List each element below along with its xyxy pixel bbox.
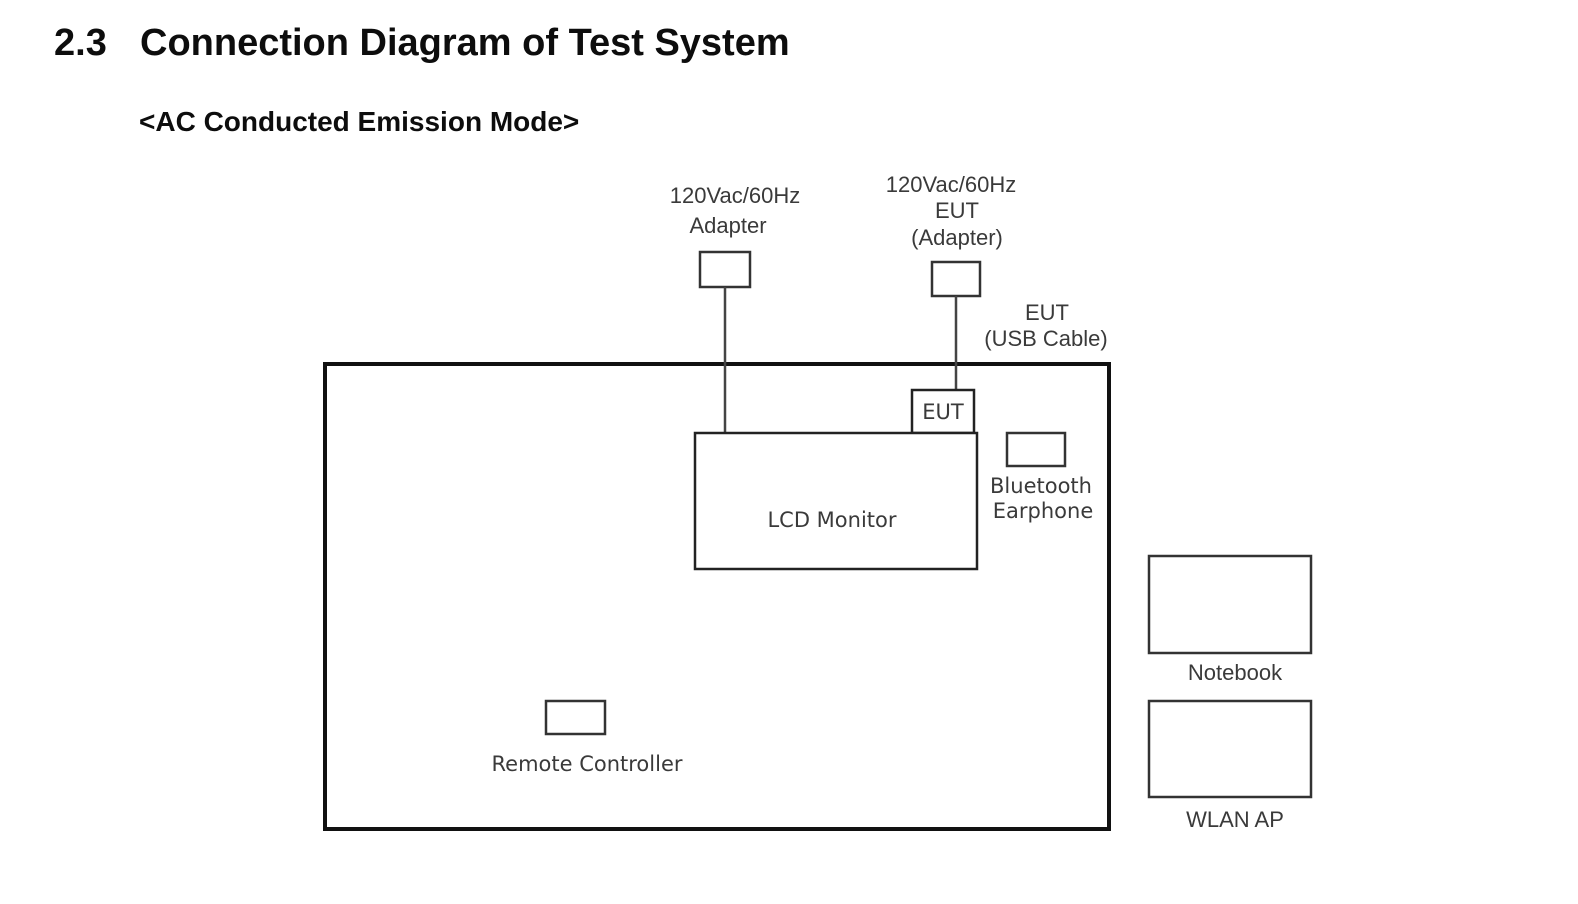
notebook-box	[1147, 554, 1313, 655]
bluetooth-earphone-box	[1005, 431, 1067, 468]
usb-cable-eut-label: EUT	[1025, 300, 1069, 325]
test-table-outline	[323, 362, 1111, 831]
section-title: Connection Diagram of Test System	[140, 22, 790, 64]
eut-adapter-box	[930, 260, 982, 298]
eut-adapter-label: (Adapter)	[911, 225, 1003, 250]
wlan-ap-box	[1147, 699, 1313, 799]
section-number: 2.3	[54, 22, 107, 64]
remote-controller-box	[544, 699, 607, 736]
bluetooth-label: Bluetooth	[990, 474, 1092, 498]
adapter-voltage-label: 120Vac/60Hz	[670, 183, 800, 208]
eut-adapter-voltage-label: 120Vac/60Hz	[886, 172, 1016, 197]
mode-subtitle: <AC Conducted Emission Mode>	[139, 106, 580, 137]
lcd-monitor-box	[693, 431, 979, 571]
eut-box-label: EUT	[922, 400, 964, 424]
adapter-box	[698, 250, 752, 289]
lcd-monitor-label: LCD Monitor	[767, 508, 896, 532]
wlan-ap-label: WLAN AP	[1186, 807, 1284, 832]
earphone-label: Earphone	[993, 499, 1094, 523]
eut-adapter-eut-label: EUT	[935, 198, 979, 223]
remote-controller-label: Remote Controller	[492, 752, 683, 776]
notebook-label: Notebook	[1188, 660, 1283, 685]
adapter-label: Adapter	[689, 213, 766, 238]
usb-cable-label: (USB Cable)	[984, 326, 1107, 351]
